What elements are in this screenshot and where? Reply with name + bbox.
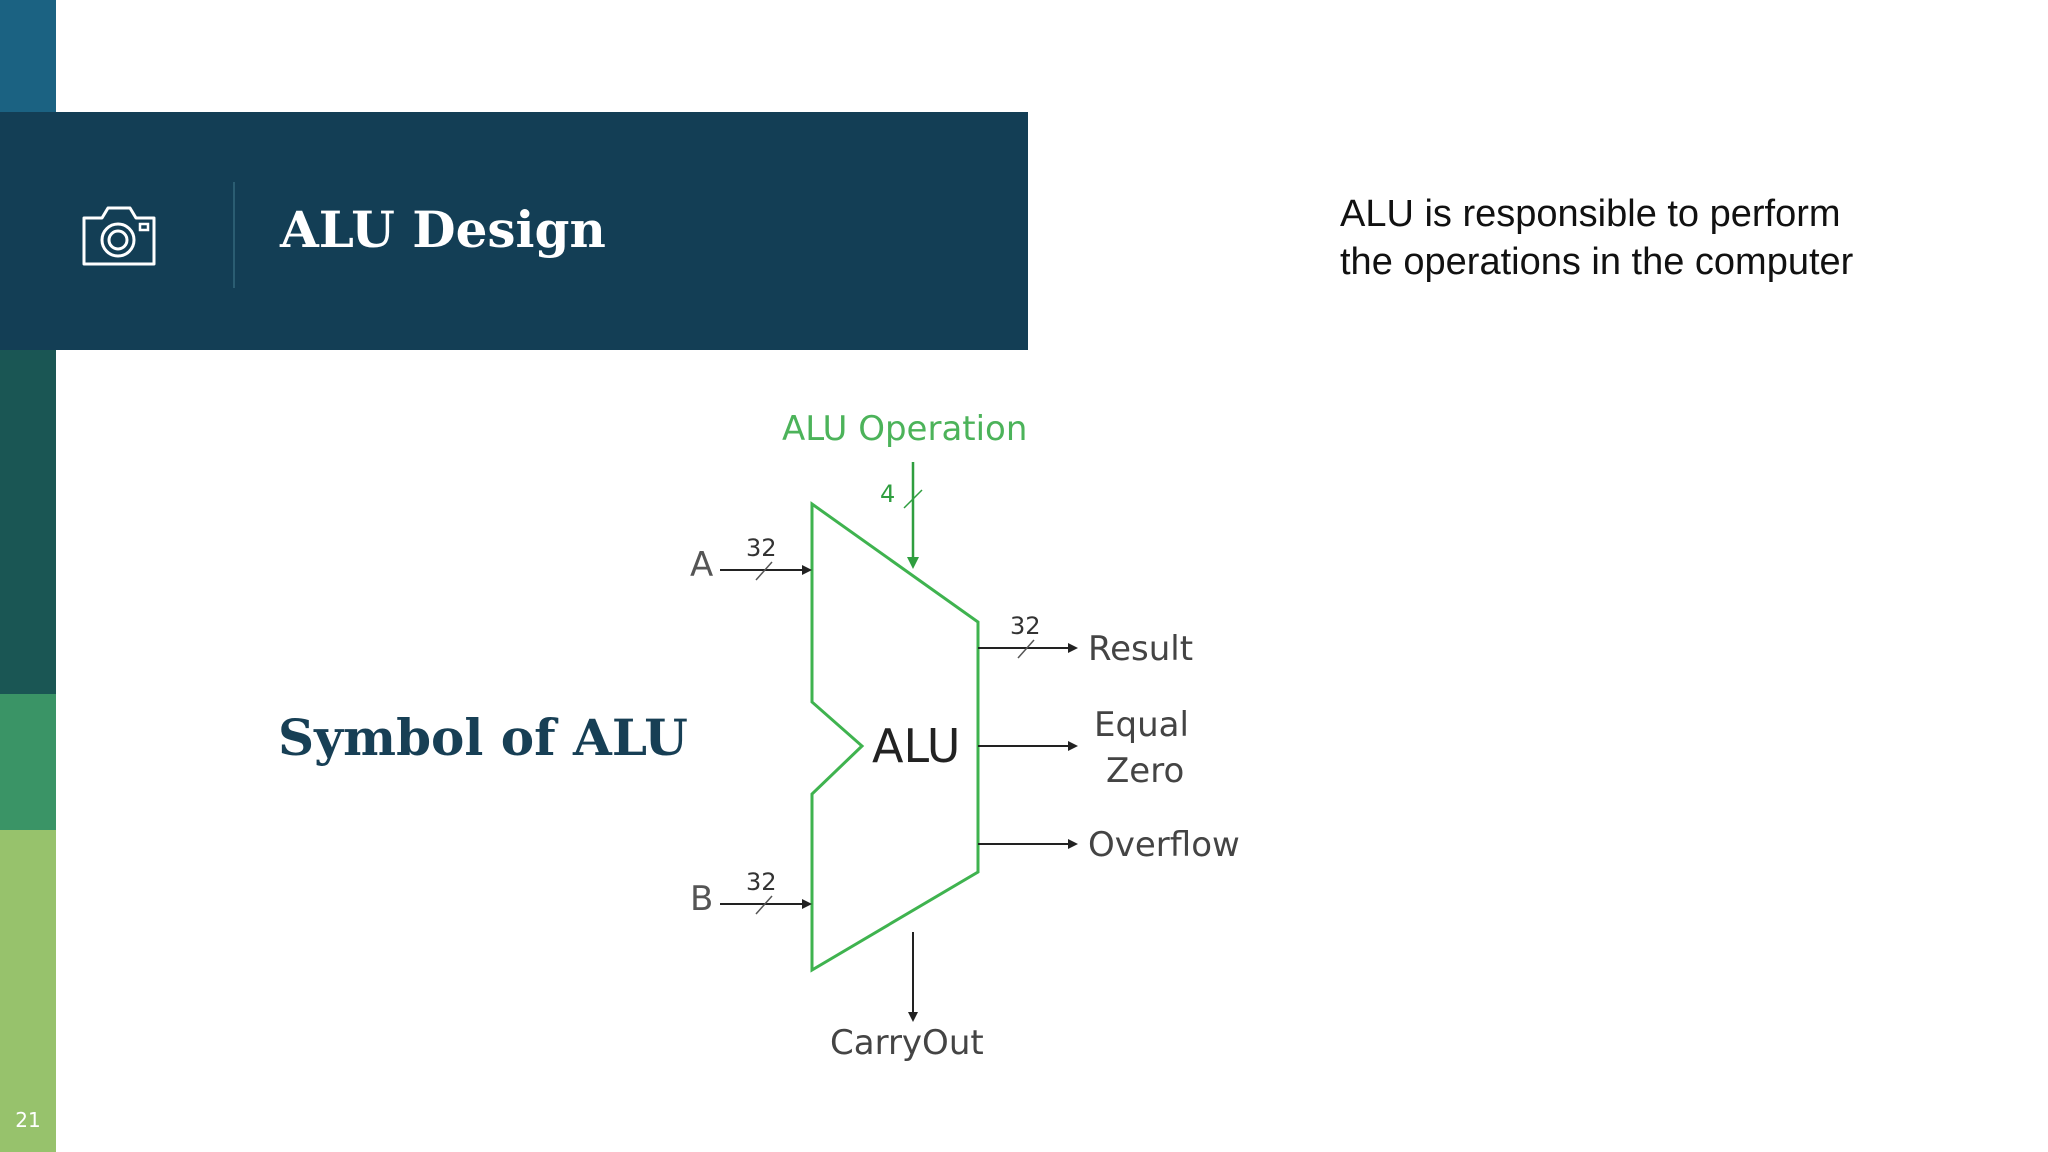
title-banner: [0, 112, 1028, 350]
result-width: 32: [1010, 612, 1041, 640]
alu-diagram: ALU Operation 4 ALU A 32 B 32 32 Result …: [690, 409, 1240, 1063]
input-a-width: 32: [746, 534, 777, 562]
description-text: ALU is responsible to perform the operat…: [1340, 190, 2000, 286]
result-bus-tick: [1017, 639, 1035, 659]
overflow-label: Overflow: [1088, 825, 1240, 865]
alu-operation-width: 4: [880, 480, 895, 508]
alu-operation-bus-tick: [903, 489, 923, 509]
description-line-2: the operations in the computer: [1340, 241, 1854, 283]
camera-icon: [82, 206, 156, 266]
input-a-label: A: [690, 545, 713, 585]
alu-body: [810, 501, 980, 973]
sidebar-band-top: [0, 0, 56, 112]
sidebar-band-green: [0, 694, 56, 830]
input-b-width: 32: [746, 868, 777, 896]
input-b-bus-tick: [755, 895, 773, 915]
slide-number: 21: [15, 1108, 41, 1132]
diagram-subtitle: Symbol of ALU: [278, 708, 688, 767]
sidebar-band-light-green: [0, 830, 56, 1152]
result-label: Result: [1088, 629, 1193, 669]
alu-operation-label: ALU Operation: [782, 409, 1027, 449]
equal-zero-label-line-1: Equal: [1094, 705, 1189, 745]
sidebar-band-dark-green: [0, 350, 56, 694]
input-b-label: B: [690, 879, 713, 919]
alu-label: ALU: [872, 719, 960, 773]
description-line-1: ALU is responsible to perform: [1340, 193, 1841, 235]
carry-out-label: CarryOut: [830, 1023, 984, 1063]
slide-title: ALU Design: [280, 200, 606, 259]
equal-zero-label-line-2: Zero: [1106, 751, 1184, 791]
title-divider: [233, 182, 235, 288]
input-a-bus-tick: [755, 561, 773, 581]
